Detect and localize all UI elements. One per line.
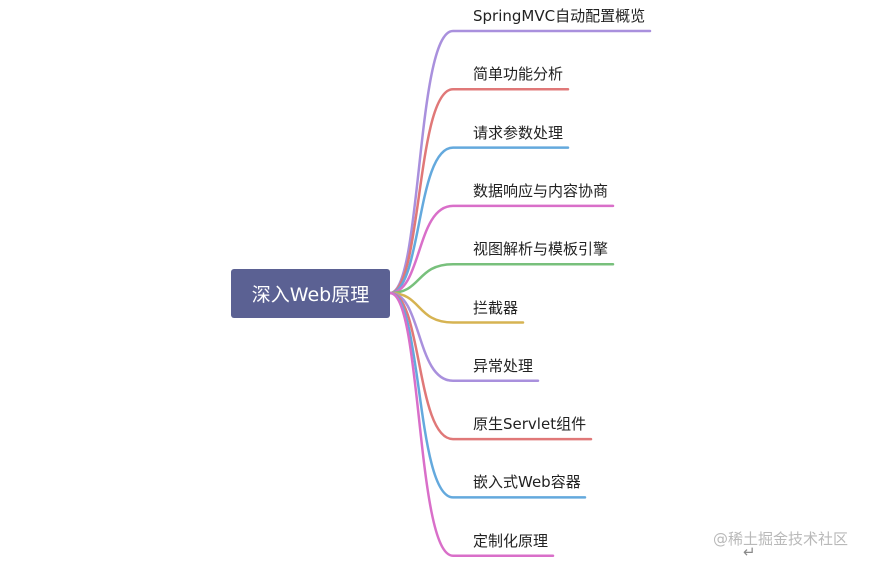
- branch-connector: [388, 291, 555, 557]
- root-node-label: 深入Web原理: [251, 284, 370, 306]
- return-arrow-icon: ↵: [743, 543, 756, 561]
- branch-label[interactable]: SpringMVC自动配置概览: [473, 7, 646, 25]
- watermark: @稀土掘金技术社区: [713, 530, 849, 548]
- root-node[interactable]: 深入Web原理: [231, 269, 390, 318]
- branch-connector: [388, 291, 525, 324]
- branch-label[interactable]: 异常处理: [473, 356, 534, 375]
- branch-connector: [388, 262, 615, 295]
- branch-label[interactable]: 请求参数处理: [473, 123, 564, 142]
- branch-connector: [388, 29, 652, 295]
- branch-label[interactable]: 定制化原理: [473, 531, 549, 550]
- branch-label[interactable]: 视图解析与模板引擎: [473, 240, 609, 259]
- branch-connector: [388, 291, 593, 441]
- branch-connector: [388, 291, 540, 383]
- branch-label[interactable]: 嵌入式Web容器: [473, 473, 581, 492]
- branch-connector: [388, 146, 570, 295]
- branch-connectors: [388, 29, 652, 557]
- branch-label[interactable]: 简单功能分析: [473, 65, 564, 84]
- branch-label[interactable]: 数据响应与内容协商: [473, 181, 609, 200]
- branch-label[interactable]: 原生Servlet组件: [473, 415, 587, 434]
- branch-connector: [388, 88, 570, 295]
- branch-label[interactable]: 拦截器: [473, 298, 519, 317]
- branch-connector: [388, 204, 615, 295]
